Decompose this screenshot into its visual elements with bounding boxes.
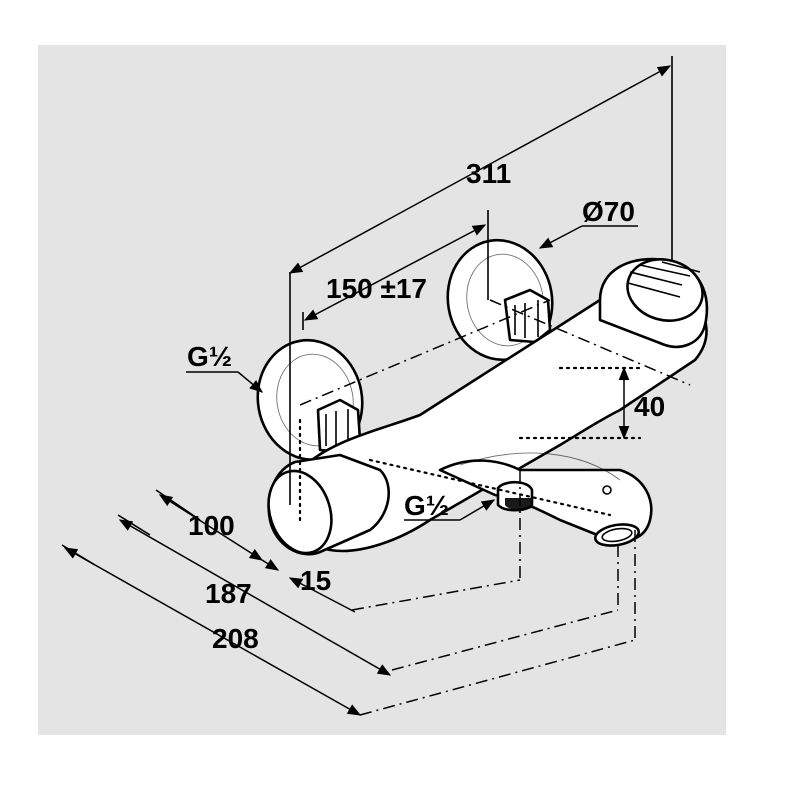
dim-label-spout-height: 40 [634, 391, 665, 422]
dim-label-inlet-thread: G½ [187, 341, 232, 372]
dim-label-311: 311 [466, 158, 511, 189]
dim-label-overall-depth: 208 [212, 623, 259, 654]
dim-label-knob-offset: 15 [300, 565, 331, 596]
dim-label-wall-to-spout: 187 [205, 578, 252, 609]
dim-label-spout-outlet-thread: G½ [404, 490, 449, 521]
right-connector-nut [503, 288, 552, 344]
spout [438, 452, 653, 547]
dim-label-wall-to-body: 100 [188, 510, 235, 541]
dim-label-rosette-diameter: Ø70 [582, 196, 635, 227]
lower-outlet [496, 480, 534, 512]
dimension-lines [61, 56, 691, 716]
dim-label-center-distance: 150 ±17 [326, 273, 427, 304]
dim-150-line [303, 224, 487, 321]
